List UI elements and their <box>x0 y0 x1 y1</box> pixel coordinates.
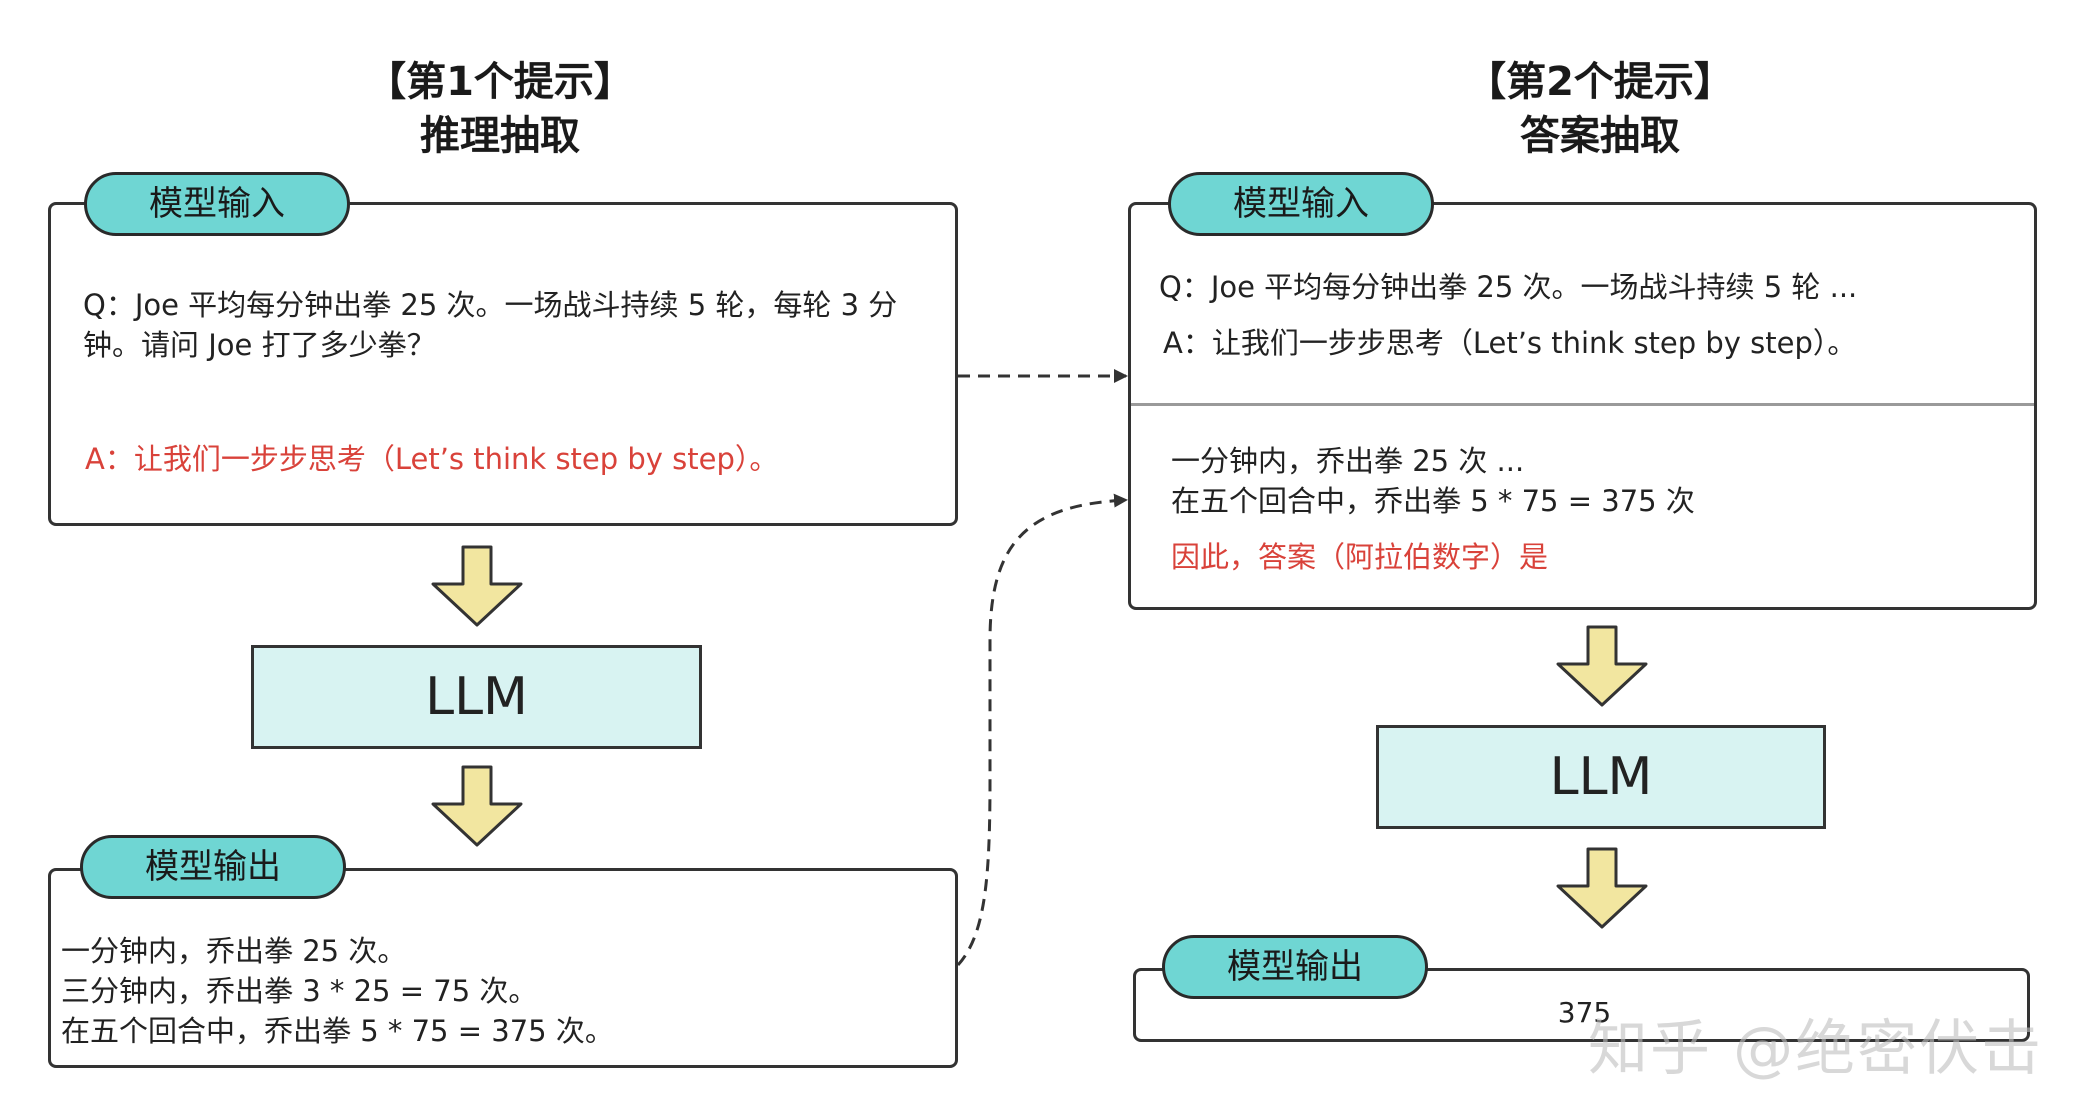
right-input-pill: 模型输入 <box>1168 172 1434 236</box>
right-title-line1: 【第2个提示】 <box>1466 59 1734 105</box>
left-question-line2: 钟。请问 Joe 打了多少拳？ <box>83 328 436 362</box>
right-extraction-prompt: 因此，答案（阿拉伯数字）是 <box>1171 540 1549 574</box>
left-title: 【第1个提示】 推理抽取 <box>200 55 800 163</box>
down-arrow-icon <box>1556 847 1648 929</box>
right-title-line2: 答案抽取 <box>1520 113 1680 159</box>
dashed-curve-arrow-icon <box>956 493 1128 967</box>
watermark: 知乎 @绝密伏击 <box>1588 1014 2044 1084</box>
right-question-line: Q：Joe 平均每分钟出拳 25 次。一场战斗持续 5 轮 ... <box>1159 270 1858 304</box>
left-input-pill: 模型输入 <box>84 172 350 236</box>
left-output-box: 一分钟内，乔出拳 25 次。 三分钟内，乔出拳 3 * 25 = 75 次。 在… <box>48 868 958 1068</box>
left-output-pill: 模型输出 <box>80 835 346 899</box>
left-output-line-3: 在五个回合中，乔出拳 5 * 75 = 375 次。 <box>61 1014 614 1048</box>
right-reasoning-line1: 一分钟内，乔出拳 25 次 ... <box>1171 444 1525 478</box>
right-output-value: 375 <box>1557 996 1612 1029</box>
left-output-line-2: 三分钟内，乔出拳 3 * 25 = 75 次。 <box>61 974 538 1008</box>
right-reasoning-line2: 在五个回合中，乔出拳 5 * 75 = 375 次 <box>1171 484 1695 518</box>
left-answer-prompt: A：让我们一步步思考（Let’s think step by step）。 <box>85 442 779 476</box>
left-llm-box: LLM <box>251 645 702 749</box>
right-llm-box: LLM <box>1376 725 1826 829</box>
right-output-pill: 模型输出 <box>1162 935 1428 999</box>
down-arrow-icon <box>431 765 523 847</box>
input-section-divider <box>1131 403 2034 406</box>
left-input-box: Q：Joe 平均每分钟出拳 25 次。一场战斗持续 5 轮，每轮 3 分 钟。请… <box>48 202 958 526</box>
left-title-line1: 【第1个提示】 <box>366 59 634 105</box>
right-input-box: Q：Joe 平均每分钟出拳 25 次。一场战斗持续 5 轮 ... A：让我们一… <box>1128 202 2037 610</box>
left-output-line-1: 一分钟内，乔出拳 25 次。 <box>61 934 407 968</box>
left-title-line2: 推理抽取 <box>420 113 580 159</box>
down-arrow-icon <box>431 545 523 627</box>
right-title: 【第2个提示】 答案抽取 <box>1300 55 1900 163</box>
right-answer-prompt: A：让我们一步步思考（Let’s think step by step）。 <box>1163 326 1857 360</box>
left-question-line1: Q：Joe 平均每分钟出拳 25 次。一场战斗持续 5 轮，每轮 3 分 <box>83 288 898 322</box>
down-arrow-icon <box>1556 625 1648 707</box>
